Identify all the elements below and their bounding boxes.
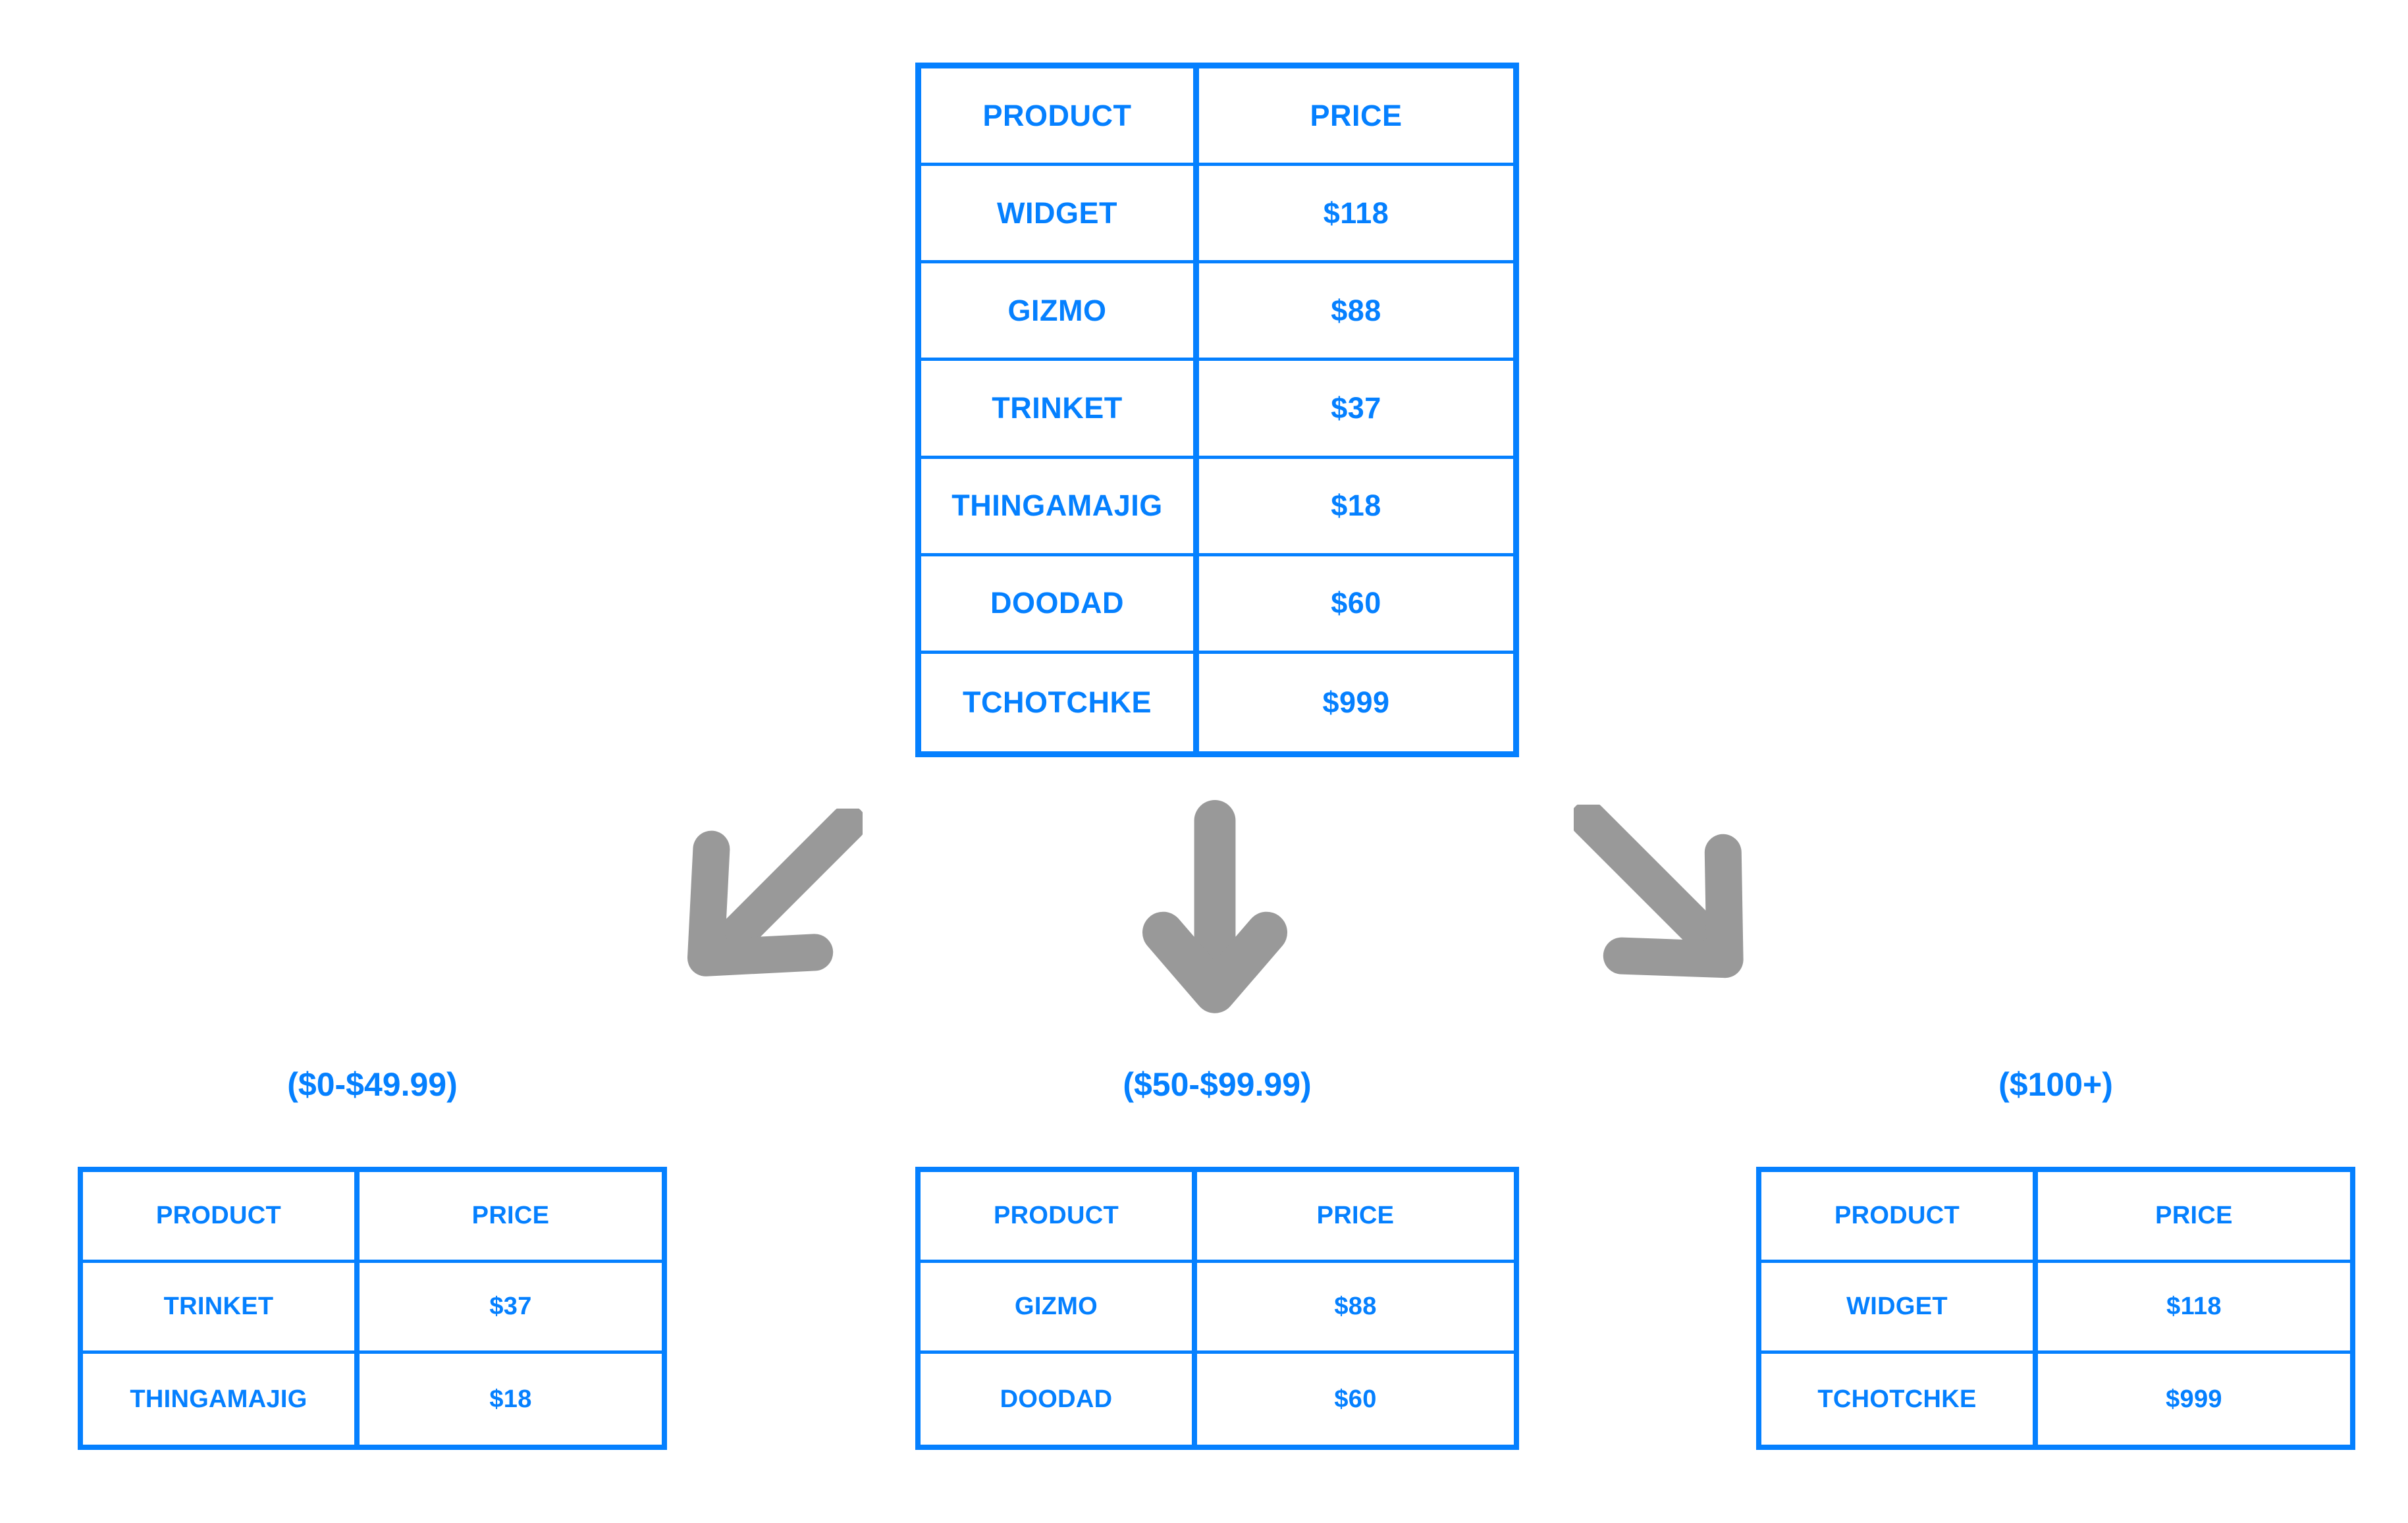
table-row: TCHOTCHKE $999	[921, 653, 1513, 751]
cell-price: $999	[2038, 1354, 2350, 1445]
table-row: DOODAD $60	[921, 556, 1513, 654]
group-caption-mid: ($50-$99.99)	[1123, 1066, 1312, 1103]
cell-price: $118	[2038, 1263, 2350, 1354]
cell-product: TRINKET	[83, 1263, 360, 1354]
cell-product: DOODAD	[921, 556, 1199, 654]
group-caption-high: ($100+)	[1998, 1066, 2113, 1103]
column-header-price: PRICE	[1199, 68, 1513, 167]
cell-product: WIDGET	[921, 166, 1199, 264]
table-row: TCHOTCHKE $999	[1761, 1354, 2350, 1445]
table-row: THINGAMAJIG $18	[921, 458, 1513, 556]
column-header-price: PRICE	[2038, 1172, 2350, 1263]
cell-price: $18	[1199, 458, 1513, 556]
table-row: TRINKET $37	[83, 1263, 662, 1354]
cell-price: $37	[360, 1263, 662, 1354]
cell-price: $118	[1199, 166, 1513, 264]
cell-product: TRINKET	[921, 361, 1199, 459]
cell-product: THINGAMAJIG	[921, 458, 1199, 556]
column-header-product: PRODUCT	[1761, 1172, 2038, 1263]
arrow-down-right-icon	[1574, 805, 1744, 978]
arrow-down-icon	[1142, 800, 1287, 1013]
table-header-row: PRODUCT PRICE	[921, 1172, 1514, 1263]
cell-product: TCHOTCHKE	[1761, 1354, 2038, 1445]
cell-price: $88	[1197, 1263, 1514, 1354]
cell-product: DOODAD	[921, 1354, 1197, 1445]
column-header-product: PRODUCT	[83, 1172, 360, 1263]
table-row: GIZMO $88	[921, 263, 1513, 361]
table-row: THINGAMAJIG $18	[83, 1354, 662, 1445]
cell-product: GIZMO	[921, 263, 1199, 361]
table-row: TRINKET $37	[921, 361, 1513, 459]
result-table-high: PRODUCT PRICE WIDGET $118 TCHOTCHKE $999	[1756, 1167, 2355, 1450]
group-caption-low: ($0-$49.99)	[287, 1066, 458, 1103]
cell-product: GIZMO	[921, 1263, 1197, 1354]
cell-price: $88	[1199, 263, 1513, 361]
cell-price: $60	[1199, 556, 1513, 654]
column-header-product: PRODUCT	[921, 1172, 1197, 1263]
cell-price: $18	[360, 1354, 662, 1445]
table-header-row: PRODUCT PRICE	[1761, 1172, 2350, 1263]
cell-product: WIDGET	[1761, 1263, 2038, 1354]
table-header-row: PRODUCT PRICE	[83, 1172, 662, 1263]
table-row: WIDGET $118	[1761, 1263, 2350, 1354]
arrow-down-left-icon	[687, 809, 863, 976]
cell-price: $999	[1199, 653, 1513, 751]
column-header-price: PRICE	[1197, 1172, 1514, 1263]
column-header-price: PRICE	[360, 1172, 662, 1263]
cell-price: $37	[1199, 361, 1513, 459]
cell-price: $60	[1197, 1354, 1514, 1445]
cell-product: THINGAMAJIG	[83, 1354, 360, 1445]
table-row: DOODAD $60	[921, 1354, 1514, 1445]
table-row: GIZMO $88	[921, 1263, 1514, 1354]
result-table-low: PRODUCT PRICE TRINKET $37 THINGAMAJIG $1…	[78, 1167, 667, 1450]
result-table-mid: PRODUCT PRICE GIZMO $88 DOODAD $60	[915, 1167, 1519, 1450]
source-price-table: PRODUCT PRICE WIDGET $118 GIZMO $88 TRIN…	[915, 63, 1519, 757]
cell-product: TCHOTCHKE	[921, 653, 1199, 751]
column-header-product: PRODUCT	[921, 68, 1199, 167]
table-row: WIDGET $118	[921, 166, 1513, 264]
table-header-row: PRODUCT PRICE	[921, 68, 1513, 167]
